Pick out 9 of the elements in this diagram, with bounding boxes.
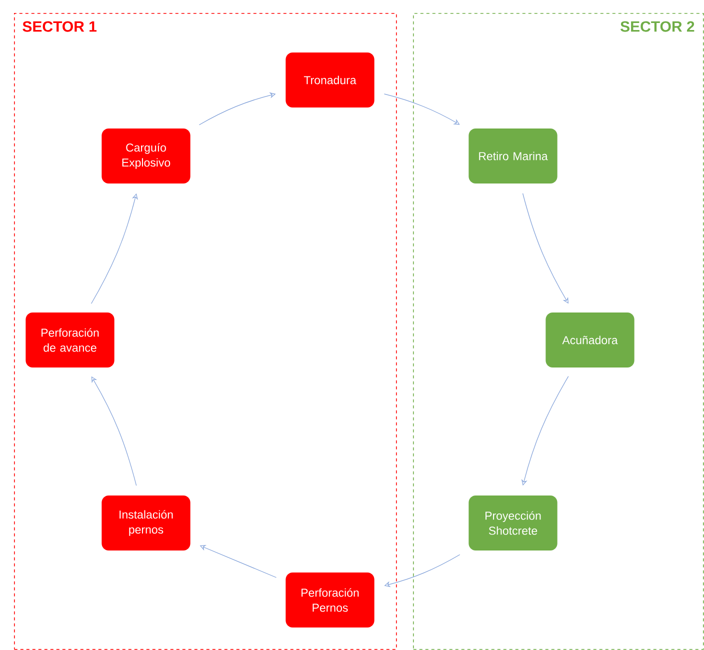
process-box: Acuñadora [546,312,634,368]
process-box: Proyección Shotcrete [468,496,558,550]
process-box: Retiro Marina [468,128,558,184]
process-box: Instalación pernos [102,496,190,550]
process-box: Carguío Explosivo [102,128,190,184]
process-box: Tronadura [286,52,374,108]
arrow [384,94,460,125]
process-box: Perforación de avance [26,312,114,368]
process-box: Perforación Pernos [286,572,374,628]
